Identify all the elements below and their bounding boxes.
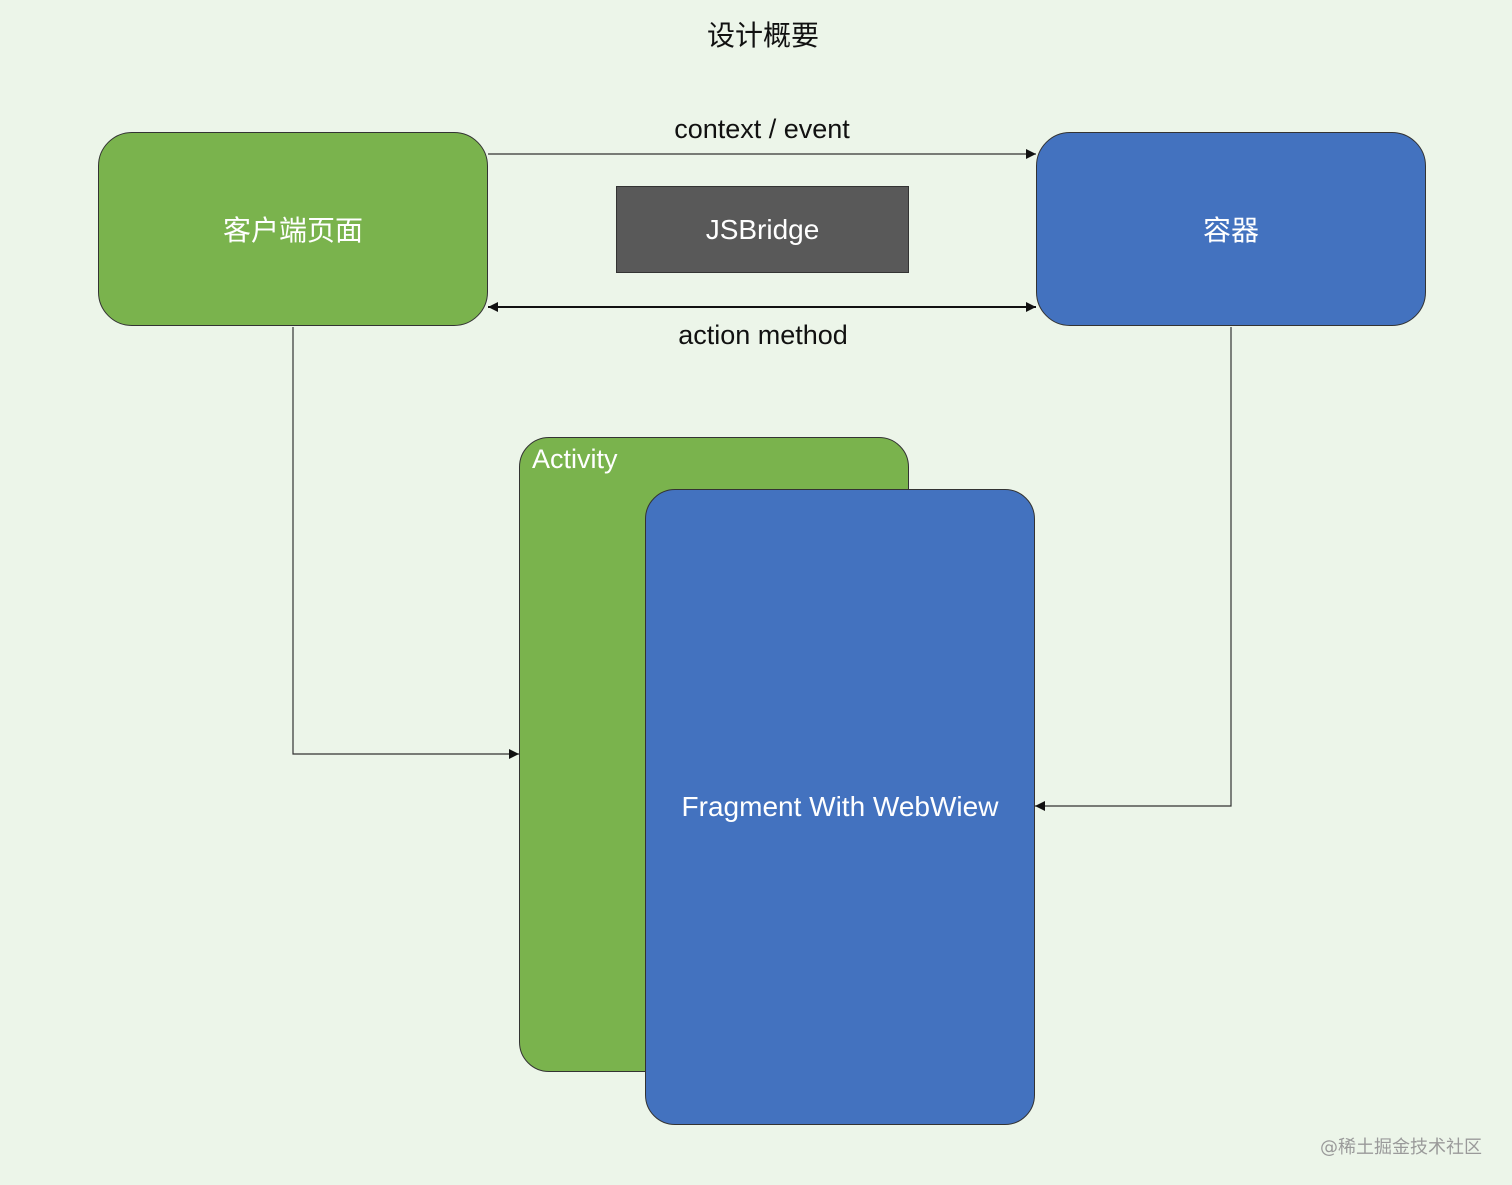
client-page-label: 客户端页面 bbox=[222, 214, 363, 247]
diagram-title: 设计概要 bbox=[706, 19, 819, 52]
watermark: @稀土掘金技术社区 bbox=[1320, 1137, 1482, 1158]
container-label: 容器 bbox=[1202, 214, 1259, 247]
jsbridge-node: JSBridge bbox=[616, 186, 909, 273]
jsbridge-label: JSBridge bbox=[705, 213, 820, 245]
activity-label: Activity bbox=[532, 444, 618, 474]
container-node: 容器 bbox=[1036, 132, 1426, 326]
edge-container-to-fragment bbox=[1035, 327, 1232, 811]
edge-label-action-method: action method bbox=[678, 320, 848, 350]
edge-client-to-activity bbox=[292, 327, 519, 759]
client-page-node: 客户端页面 bbox=[98, 132, 488, 326]
edge-label-context-event: context / event bbox=[674, 114, 850, 144]
fragment-label: Fragment With WebWiew bbox=[681, 791, 999, 822]
fragment-webview-node: Fragment With WebWiew bbox=[645, 489, 1035, 1125]
